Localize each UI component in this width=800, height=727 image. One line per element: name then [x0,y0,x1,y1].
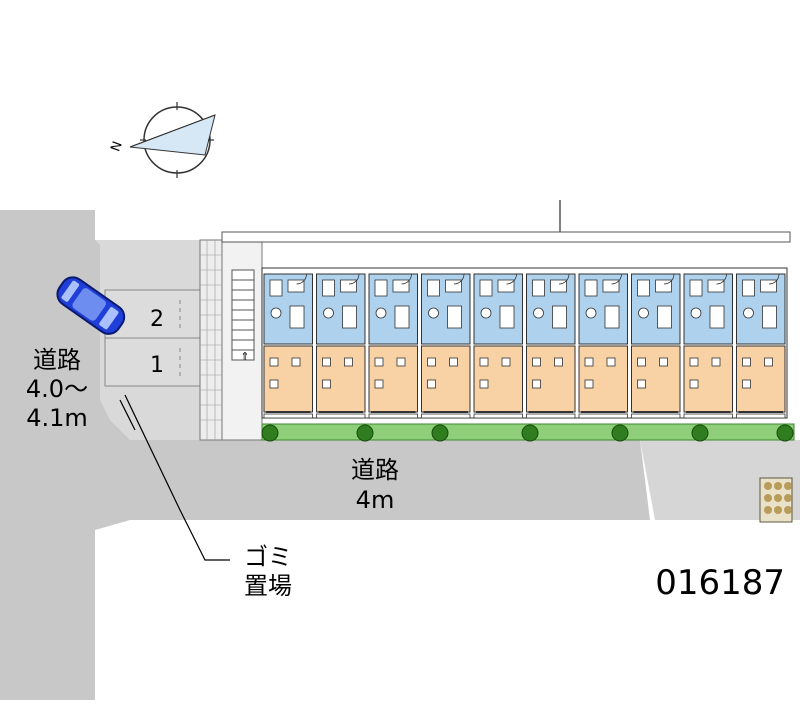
car-icon [56,276,126,335]
compass-north-label: N [108,139,125,153]
shrub [611,424,629,442]
garbage-station [759,477,793,523]
shrub [521,424,539,442]
apartment-unit [526,273,576,419]
parking-lot: 2 1 [104,289,201,387]
left-road-width-line2: 4.1m [26,404,88,432]
apartment-unit [683,273,733,419]
bottom-road-width: 4m [356,486,395,514]
property-code: 016187 [655,563,785,603]
apartment-unit [316,273,366,419]
compass-rose: N [108,102,216,178]
shrub [776,424,794,442]
left-road-name: 道路 [33,346,81,374]
hedge-row [261,423,795,442]
apartment-unit [473,273,523,419]
stair-up-mark: ⇑ [240,350,249,363]
shrub [261,424,279,442]
apartment-unit [578,273,628,419]
apartment-unit [736,273,786,419]
apartment-unit [263,273,313,419]
apartment-unit [421,273,471,419]
apartment-building [221,200,791,419]
parking-space-1-label: 1 [150,353,164,378]
shrub [691,424,709,442]
bottom-road-name: 道路 [351,456,399,484]
garbage-label-line2: 置場 [244,572,292,600]
apartment-unit [631,273,681,419]
garbage-label-line1: ゴミ [244,543,292,571]
parking-space-2-label: 2 [150,307,164,332]
garbage-leader-line [124,394,230,561]
stair-walkway: ⇑ [199,239,263,441]
apartment-unit [368,273,418,419]
left-road-width-line1: 4.0～ [26,375,88,403]
shrub [356,424,374,442]
shrub [431,424,449,442]
